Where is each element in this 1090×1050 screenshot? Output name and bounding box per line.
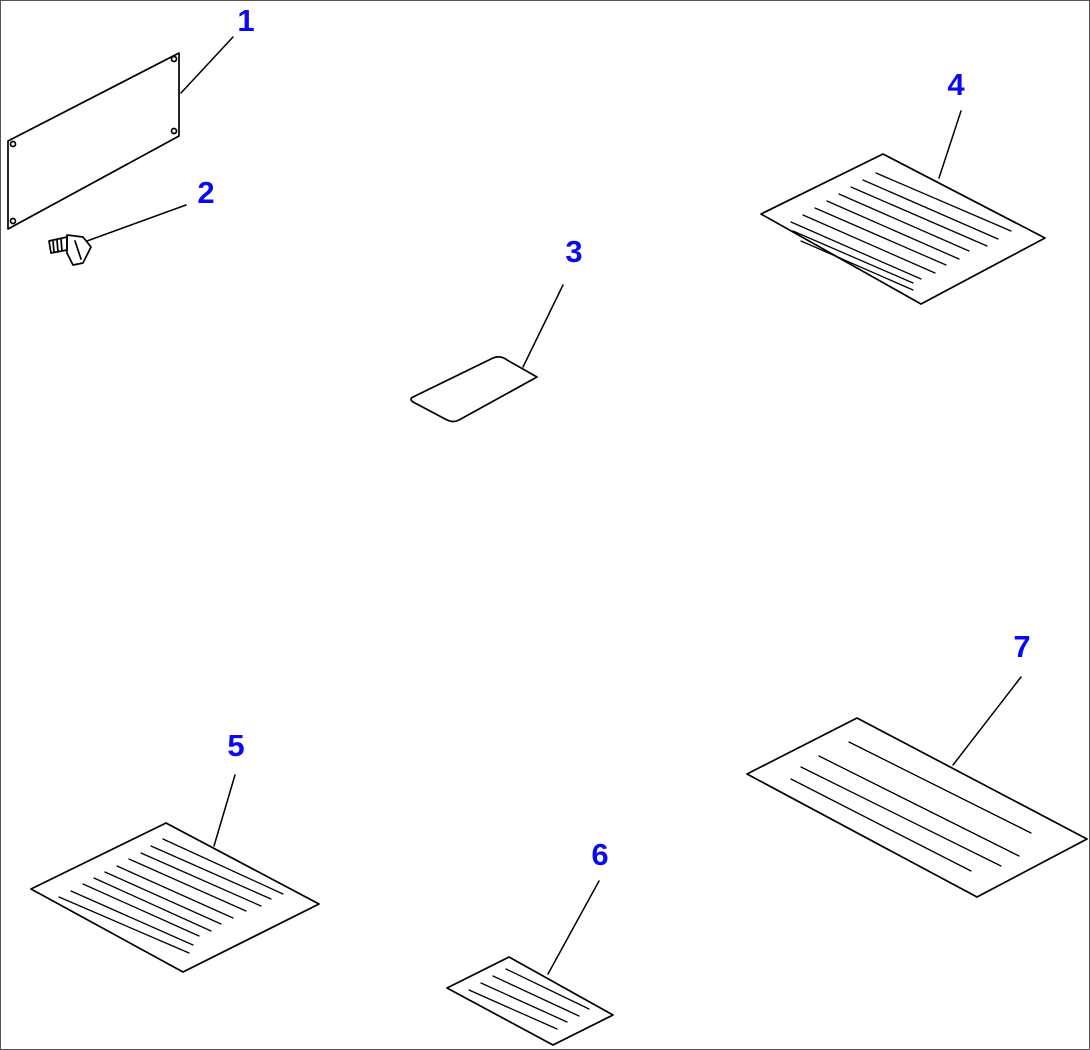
callout-5: 5 — [227, 728, 244, 763]
part-2-bolt — [48, 234, 92, 266]
callout-6: 6 — [591, 837, 608, 872]
part-6-decal — [446, 956, 614, 1046]
callout-3: 3 — [565, 234, 582, 269]
leader-line-7 — [952, 676, 1022, 766]
callout-2: 2 — [197, 175, 214, 210]
callout-7: 7 — [1013, 629, 1030, 664]
leader-line-4 — [938, 110, 962, 179]
callout-4: 4 — [947, 67, 965, 102]
part-6-text-lines — [468, 968, 590, 1030]
part-7-decal — [746, 717, 1088, 898]
leader-line-6 — [547, 880, 600, 975]
callout-1: 1 — [237, 3, 254, 38]
part-4-text-lines — [790, 172, 1012, 291]
part-4-decal — [760, 153, 1046, 305]
part-5-text-lines — [58, 838, 284, 954]
leader-line-2 — [86, 204, 187, 242]
leader-line-1 — [180, 36, 234, 94]
part-3-label-plate — [410, 356, 538, 423]
part-1-plate — [7, 52, 180, 230]
leader-line-5 — [213, 774, 236, 847]
part-5-decal — [30, 822, 320, 973]
part-7-text-lines — [790, 741, 1032, 872]
leader-line-3 — [522, 284, 564, 368]
